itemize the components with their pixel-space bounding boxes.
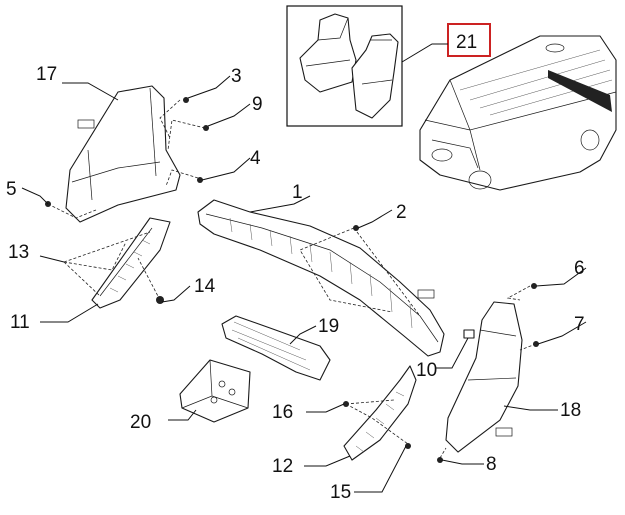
callout-20[interactable]: 20 — [130, 412, 151, 433]
callout-10[interactable]: 10 — [416, 360, 437, 381]
callout-1[interactable]: 1 — [292, 182, 303, 203]
relation-lines — [47, 99, 537, 459]
part-19-step-pad — [221, 315, 331, 381]
callout-7[interactable]: 7 — [574, 314, 585, 335]
part-12-bracket-right — [343, 365, 417, 461]
part-10-clip — [463, 329, 475, 339]
callout-9[interactable]: 9 — [252, 94, 263, 115]
highlight-box-21 — [447, 23, 491, 57]
callout-18[interactable]: 18 — [560, 400, 581, 421]
callout-11[interactable]: 11 — [10, 312, 30, 333]
callout-15[interactable]: 15 — [330, 482, 351, 503]
callout-17[interactable]: 17 — [36, 64, 57, 85]
part-1-bumper-bar — [197, 199, 445, 357]
callout-6[interactable]: 6 — [574, 258, 585, 279]
part-18-mudflap-right — [417, 289, 523, 453]
callout-4[interactable]: 4 — [250, 148, 261, 169]
callout-19[interactable]: 19 — [318, 316, 339, 337]
leader-lines — [21, 75, 587, 493]
callout-8[interactable]: 8 — [486, 454, 497, 475]
part-17-corner-panel — [65, 85, 181, 223]
inset-mudflap-right — [351, 33, 399, 119]
inset-mudflap-left — [299, 13, 357, 93]
van-illustration — [419, 35, 617, 191]
callout-5[interactable]: 5 — [6, 179, 17, 200]
part-11-bracket-left — [91, 217, 171, 309]
callout-12[interactable]: 12 — [272, 456, 293, 477]
callout-13[interactable]: 13 — [8, 242, 29, 263]
callout-21[interactable]: 21 — [456, 32, 477, 53]
callout-2[interactable]: 2 — [396, 202, 407, 223]
callout-3[interactable]: 3 — [231, 66, 242, 87]
part-20-clip-box — [179, 359, 251, 423]
callout-14[interactable]: 14 — [194, 276, 216, 297]
callout-16[interactable]: 16 — [272, 402, 293, 423]
